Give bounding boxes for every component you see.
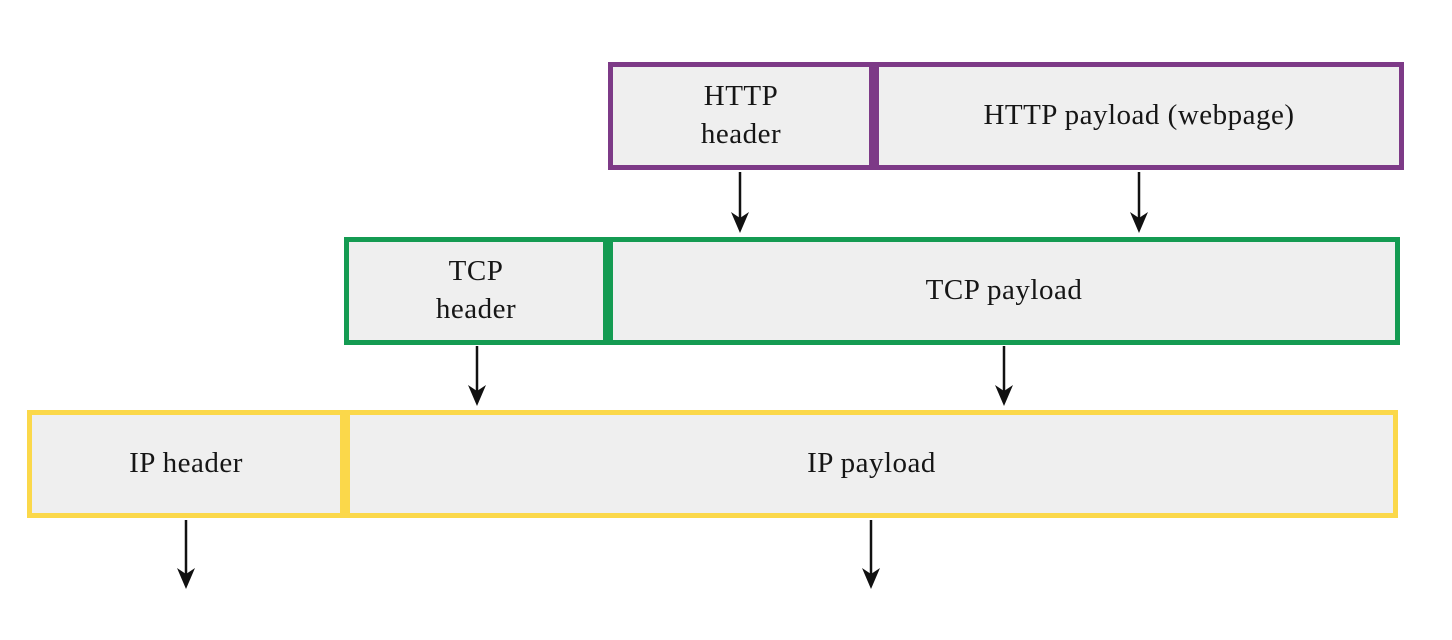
tcp-payload-box: TCP payload bbox=[608, 237, 1400, 345]
arrow-tcp-header-to-ip-payload bbox=[468, 346, 486, 406]
ip-header-label: IP header bbox=[129, 447, 243, 480]
http-header-label: HTTP header bbox=[700, 80, 782, 150]
tcp-header-label: TCP header bbox=[435, 255, 517, 325]
http-payload-box: HTTP payload (webpage) bbox=[874, 62, 1404, 170]
ip-payload-box: IP payload bbox=[345, 410, 1398, 518]
arrow-http-payload-to-tcp-payload bbox=[1130, 172, 1148, 233]
tcp-payload-label: TCP payload bbox=[925, 274, 1083, 307]
ip-payload-label: IP payload bbox=[807, 447, 936, 480]
http-payload-label: HTTP payload (webpage) bbox=[983, 99, 1295, 132]
arrow-tcp-payload-to-ip-payload bbox=[995, 346, 1013, 406]
http-header-box: HTTP header bbox=[608, 62, 874, 170]
tcp-header-box: TCP header bbox=[344, 237, 608, 345]
arrow-http-header-to-tcp-payload bbox=[731, 172, 749, 233]
arrow-ip-payload-to-lower-layer bbox=[862, 520, 880, 589]
ip-header-box: IP header bbox=[27, 410, 345, 518]
arrow-ip-header-to-lower-layer bbox=[177, 520, 195, 589]
